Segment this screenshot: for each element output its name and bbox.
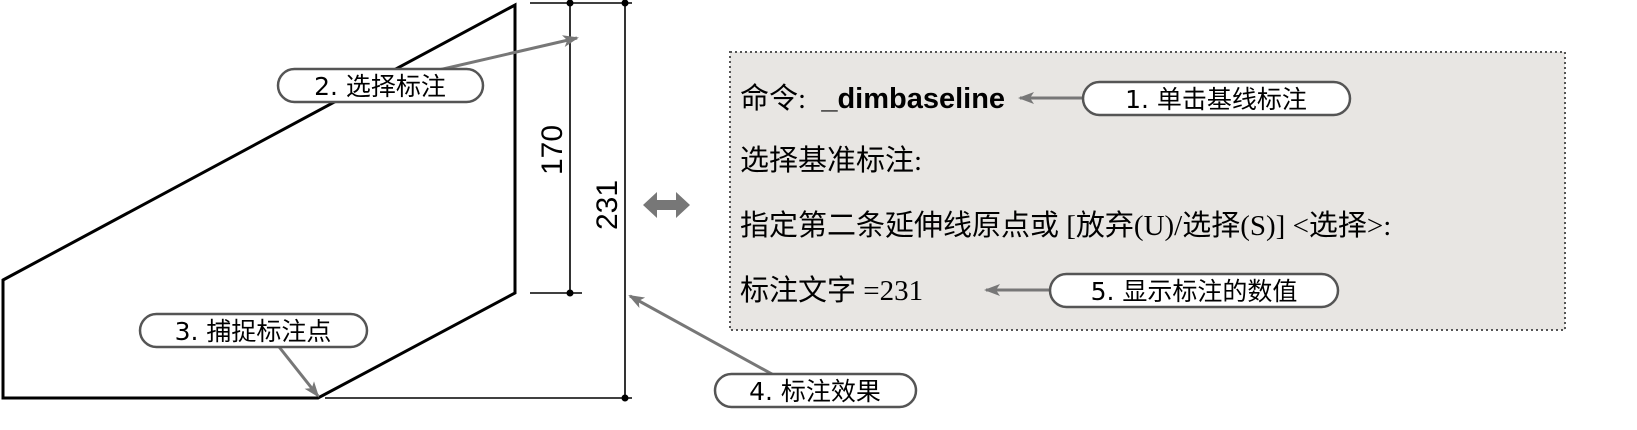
callout-pill-step3 bbox=[138, 312, 369, 349]
callout-pill-step4 bbox=[713, 372, 918, 409]
callout-arrow-step2 bbox=[429, 35, 579, 74]
double-arrow-icon bbox=[643, 192, 690, 218]
command-prompt: 命令: bbox=[740, 82, 806, 115]
callout-label-step4: 4. 标注效果 bbox=[749, 377, 881, 406]
command-line-1: 命令: _dimbaseline bbox=[740, 82, 1005, 115]
dimension-tick bbox=[566, 0, 574, 7]
callout-arrow-step4 bbox=[628, 294, 791, 386]
callout-label-step3: 3. 捕捉标注点 bbox=[175, 317, 332, 346]
command-line-2: 选择基准标注: bbox=[740, 144, 922, 177]
command-line-4: 标注文字 =231 bbox=[740, 274, 923, 307]
command-line-3: 指定第二条延伸线原点或 [放弃(U)/选择(S)] <选择>: bbox=[740, 209, 1391, 242]
callout-pill-step2 bbox=[276, 67, 485, 104]
callout-pill-step1 bbox=[1081, 80, 1352, 117]
dimension-value-inner: 170 bbox=[536, 125, 569, 175]
callout-pill-step5 bbox=[1048, 272, 1340, 309]
callout-label-step2: 2. 选择标注 bbox=[314, 72, 446, 101]
dimension-tick bbox=[566, 289, 574, 297]
command-name: _dimbaseline bbox=[820, 83, 1005, 115]
dimension-value-outer: 231 bbox=[591, 180, 624, 230]
dimension-tick bbox=[621, 394, 629, 402]
part-outline bbox=[1, 2, 517, 400]
callout-label-step1: 1. 单击基线标注 bbox=[1125, 85, 1307, 114]
callout-label-step5: 5. 显示标注的数值 bbox=[1091, 277, 1298, 306]
dimension-tick bbox=[621, 0, 629, 7]
